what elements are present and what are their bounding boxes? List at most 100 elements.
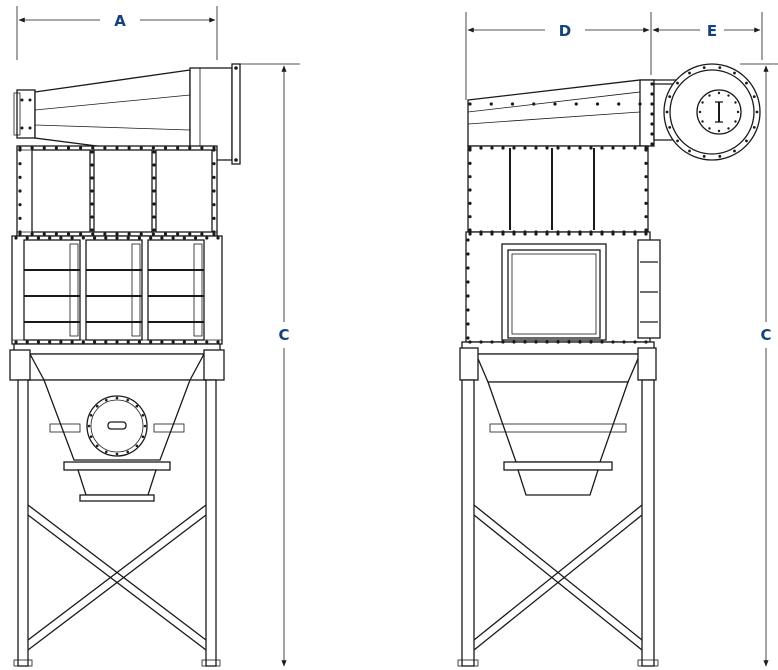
bolt [752,95,756,99]
bolt [638,102,642,106]
bolt [115,236,119,240]
bolt [479,232,483,236]
side-inlet [467,63,761,161]
bolt [152,176,156,180]
bolt [595,102,600,106]
dimension-label-c-front: C [278,326,289,344]
bolt [717,91,721,95]
bolt [644,232,648,236]
bolt [501,232,505,236]
bolt [30,146,34,150]
bolt [104,398,108,402]
bolt [171,340,175,344]
bolt [611,232,615,236]
bolt [25,236,29,240]
bolt [578,232,582,236]
bolt [115,396,119,400]
bolt [163,146,168,150]
bolt [665,110,669,114]
bolt [466,266,470,270]
bolt [18,162,22,166]
bolt [95,444,99,448]
bolt [510,102,515,106]
bolt [633,232,637,236]
bolt [42,232,46,236]
bolt [151,146,155,150]
bolt [127,146,131,150]
bolt [650,142,654,146]
bolt [688,149,691,153]
bolt [152,215,156,219]
bolt [92,340,97,344]
bolt [534,146,538,150]
side-support-legs [457,347,659,667]
bolt [745,81,748,85]
bolt [205,340,209,344]
bolt [103,146,107,150]
bolt [18,203,22,207]
bolt [193,340,198,344]
bolt [468,201,472,205]
bolt [205,236,209,240]
bolt [149,236,153,240]
bolt [59,236,63,240]
bolt [188,146,192,150]
bolt [81,236,85,240]
bolt [644,161,648,165]
bolt [466,294,470,298]
bolt [534,232,538,236]
bolt [466,280,470,284]
bolt [727,94,730,97]
bolt [545,146,549,150]
bolt [66,232,71,236]
support-legs [9,349,225,667]
bolt [30,232,34,236]
bolt [523,146,527,150]
bolt [212,216,216,220]
bolt [650,112,654,116]
front-view: A C [9,6,300,667]
bolt [479,146,483,150]
bolt [200,146,204,150]
bolt [48,236,52,240]
bolt [611,146,615,150]
bolt [212,175,216,179]
bolt [702,66,706,70]
bolt [717,129,721,133]
bolt [141,435,145,439]
bolt [468,232,472,236]
bolt [91,146,95,150]
bolt [633,146,637,150]
bolt [468,175,472,179]
dimension-label-e: E [707,22,717,40]
bolt [90,228,94,232]
bolt [193,236,198,240]
dimension-label-c-side: C [760,326,771,344]
upper-plenum [16,145,218,237]
bolt [89,435,93,439]
bolt [91,232,95,236]
bolt [708,127,711,130]
bolt [622,146,626,150]
bolt [734,101,737,104]
dimension-d: D [465,12,652,100]
bolt [126,236,130,240]
bolt [188,232,192,236]
bolt [523,340,527,344]
bolt [752,125,756,129]
bolt [556,146,560,150]
bolt [650,82,654,86]
bolt [139,146,143,150]
bolt [736,110,740,114]
bolt [468,340,472,344]
bolt [90,202,94,206]
bolt [466,308,470,312]
bolt [644,188,648,192]
bolt [668,95,672,99]
bolt [644,340,648,344]
bolt [54,146,58,150]
bolt [589,232,593,236]
filter-section [11,235,223,345]
bolt [466,238,470,242]
bolt [126,340,130,344]
